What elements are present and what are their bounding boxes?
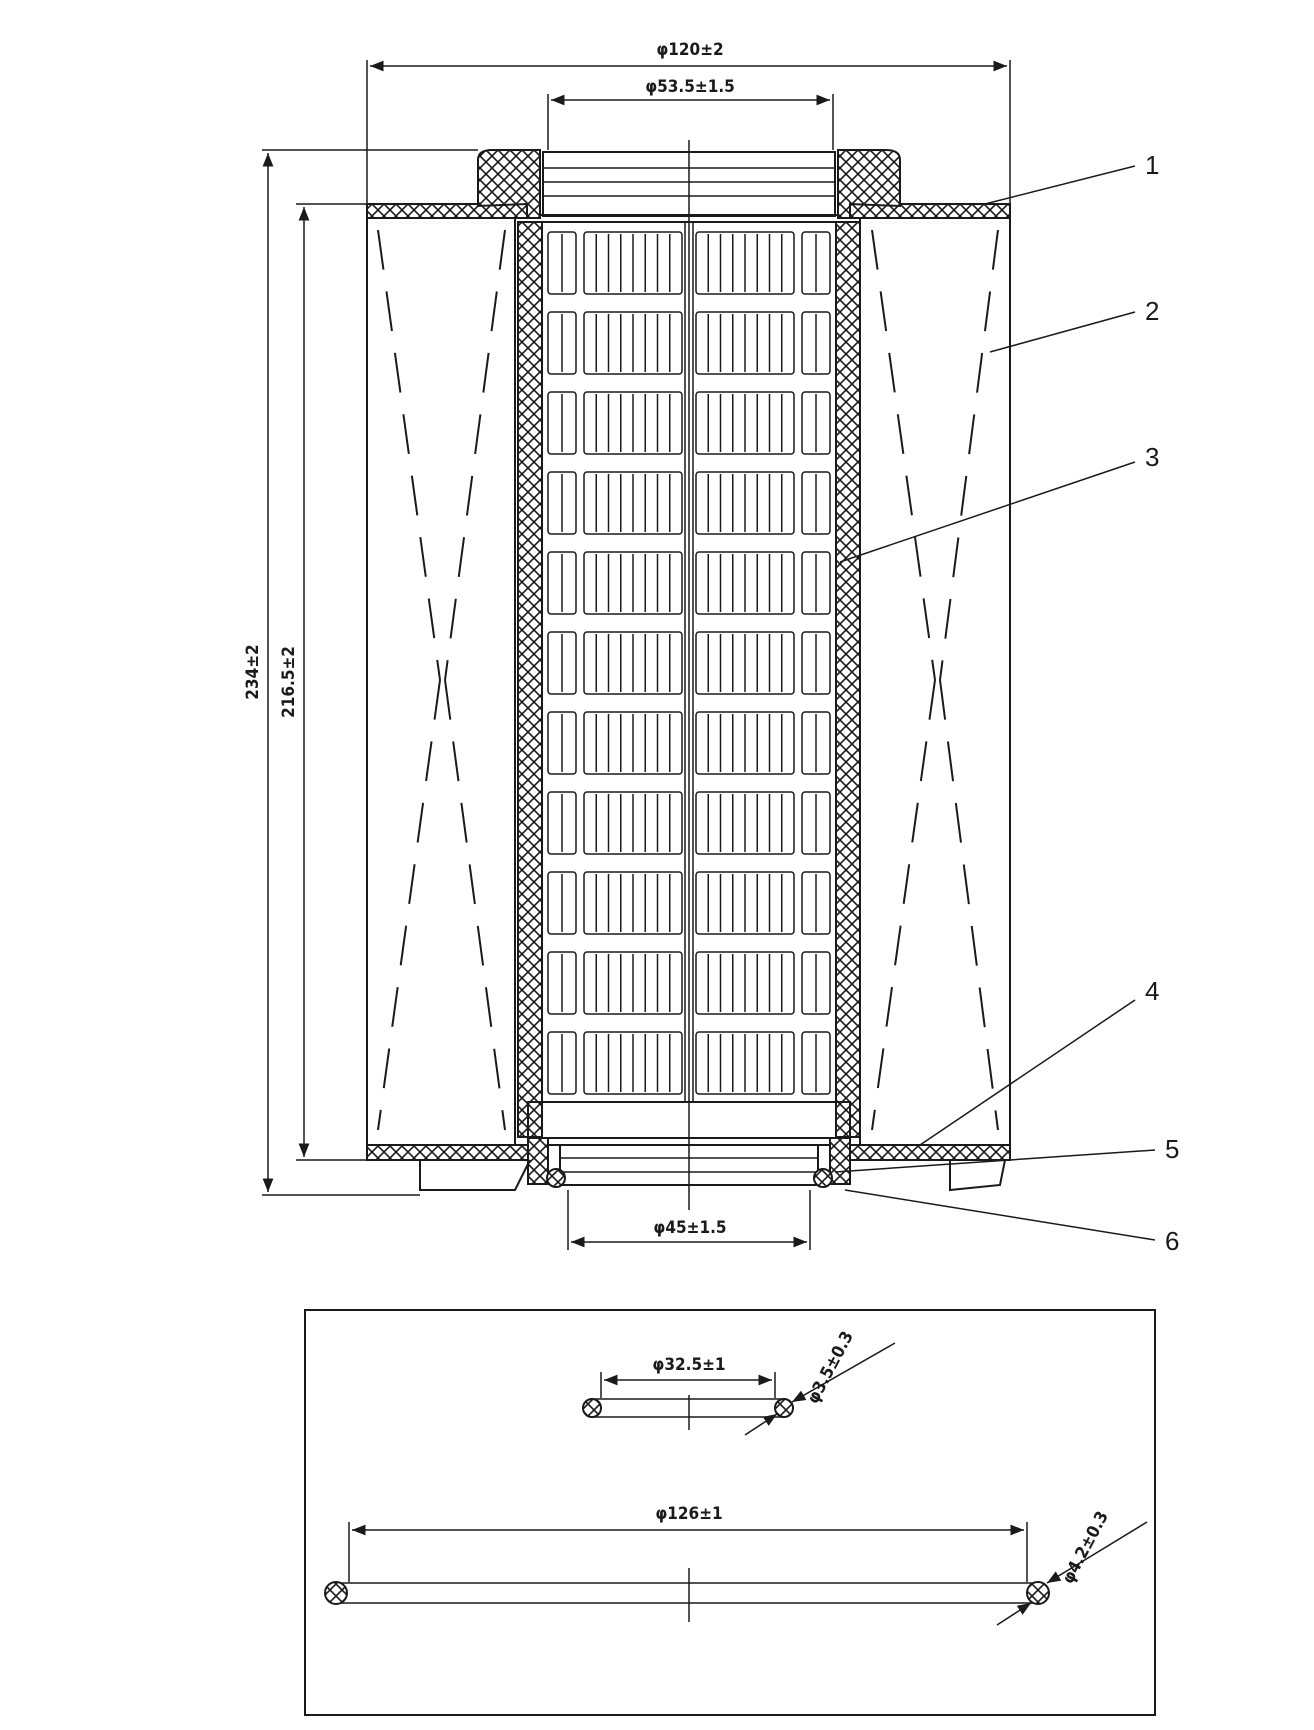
tube-slot-frame: [583, 631, 683, 695]
bottom-seal-left: [546, 1168, 566, 1188]
tube-slot-frame: [695, 871, 795, 935]
detail-frame: [304, 1309, 1156, 1716]
svg-text:2: 2: [1145, 296, 1159, 326]
tube-slot-frame: [583, 311, 683, 375]
tube-slot-frame: [583, 791, 683, 855]
callout-4: 4: [919, 976, 1159, 1146]
dim-bottom-diameter: φ45±1.5: [567, 1190, 811, 1250]
tube-slot-frame: [547, 551, 577, 615]
tube-slot-frame: [583, 871, 683, 935]
tube-slot-frame: [801, 631, 831, 695]
outer-diameter-label: φ120±2: [656, 40, 723, 60]
tube-slot-frame: [547, 951, 577, 1015]
tube-slot-frame: [801, 391, 831, 455]
bottom-diameter-label: φ45±1.5: [653, 1218, 726, 1238]
tube-slot-frame: [695, 471, 795, 535]
tube-slot-frame: [695, 711, 795, 775]
dim-media-height: 216.5±2: [279, 203, 367, 1161]
dim-overall-height: 234±2: [243, 149, 478, 1196]
tube-slot-frame: [695, 391, 795, 455]
bottom-end-cap: [366, 1137, 1011, 1192]
small-oring-diameter-label: φ32.5±1: [652, 1355, 725, 1375]
tube-slot-frame: [801, 551, 831, 615]
tube-slot-frame: [801, 871, 831, 935]
tube-slot-frame: [547, 631, 577, 695]
inner-diameter-label: φ53.5±1.5: [645, 77, 735, 97]
small-oring-section-label: φ3.5±0.3: [803, 1328, 858, 1407]
svg-text:5: 5: [1165, 1134, 1179, 1164]
tube-slot-frame: [547, 791, 577, 855]
center-tube: [527, 221, 851, 1139]
tube-slot-frame: [583, 231, 683, 295]
media-height-label: 216.5±2: [279, 646, 299, 718]
svg-text:3: 3: [1145, 442, 1159, 472]
tube-slot-frame: [801, 711, 831, 775]
tube-slot-frame: [695, 631, 795, 695]
tube-slot-frame: [583, 711, 683, 775]
tube-slot-frame: [547, 711, 577, 775]
section-view: φ120±2 φ53.5±1.5 φ45±1.5 234±2 216.5±2: [243, 40, 1179, 1256]
bottom-seal-right: [813, 1168, 833, 1188]
tube-slot-frame: [695, 551, 795, 615]
tube-slot-frame: [547, 471, 577, 535]
tube-slot-frame: [583, 551, 683, 615]
tube-slot-frame: [801, 471, 831, 535]
dim-outer-diameter: φ120±2: [366, 40, 1011, 210]
svg-text:1: 1: [1145, 150, 1159, 180]
callout-5: 5: [834, 1134, 1179, 1173]
callout-6: 6: [844, 1189, 1179, 1256]
tube-slot-frame: [583, 391, 683, 455]
tube-slot-frame: [583, 951, 683, 1015]
overall-height-label: 234±2: [243, 644, 263, 699]
small-oring: φ32.5±1 φ3.5±0.3: [582, 1328, 896, 1436]
tube-slot-frame: [547, 1031, 577, 1095]
large-oring-diameter-label: φ126±1: [655, 1504, 722, 1524]
callout-2: 2: [989, 296, 1159, 353]
tube-slot-frame: [695, 311, 795, 375]
tube-slot-frame: [801, 791, 831, 855]
dim-inner-diameter: φ53.5±1.5: [547, 77, 834, 150]
tube-slot-frame: [583, 471, 683, 535]
callout-1: 1: [984, 150, 1159, 205]
tube-slot-frame: [695, 791, 795, 855]
tube-slot-frame: [801, 311, 831, 375]
large-oring: φ126±1 φ4.2±0.3: [324, 1504, 1148, 1626]
tube-slot-frame: [801, 951, 831, 1015]
tube-slot-frame: [695, 1031, 795, 1095]
tube-slot-frame: [695, 951, 795, 1015]
tube-slot-frame: [547, 231, 577, 295]
svg-text:4: 4: [1145, 976, 1159, 1006]
seal-detail-box: φ32.5±1 φ3.5±0.3 φ126±1 φ4.2±0.3: [304, 1309, 1156, 1716]
inner-mesh-wall: [517, 221, 861, 1138]
tube-slot-frame: [583, 1031, 683, 1095]
tube-slot-frame: [801, 231, 831, 295]
tube-slot-frame: [547, 311, 577, 375]
tube-slot-frame: [695, 231, 795, 295]
tube-slot-frame: [547, 871, 577, 935]
callout-3: 3: [839, 442, 1159, 563]
svg-text:6: 6: [1165, 1226, 1179, 1256]
tube-slot-frame: [801, 1031, 831, 1095]
tube-slot-frame: [547, 391, 577, 455]
